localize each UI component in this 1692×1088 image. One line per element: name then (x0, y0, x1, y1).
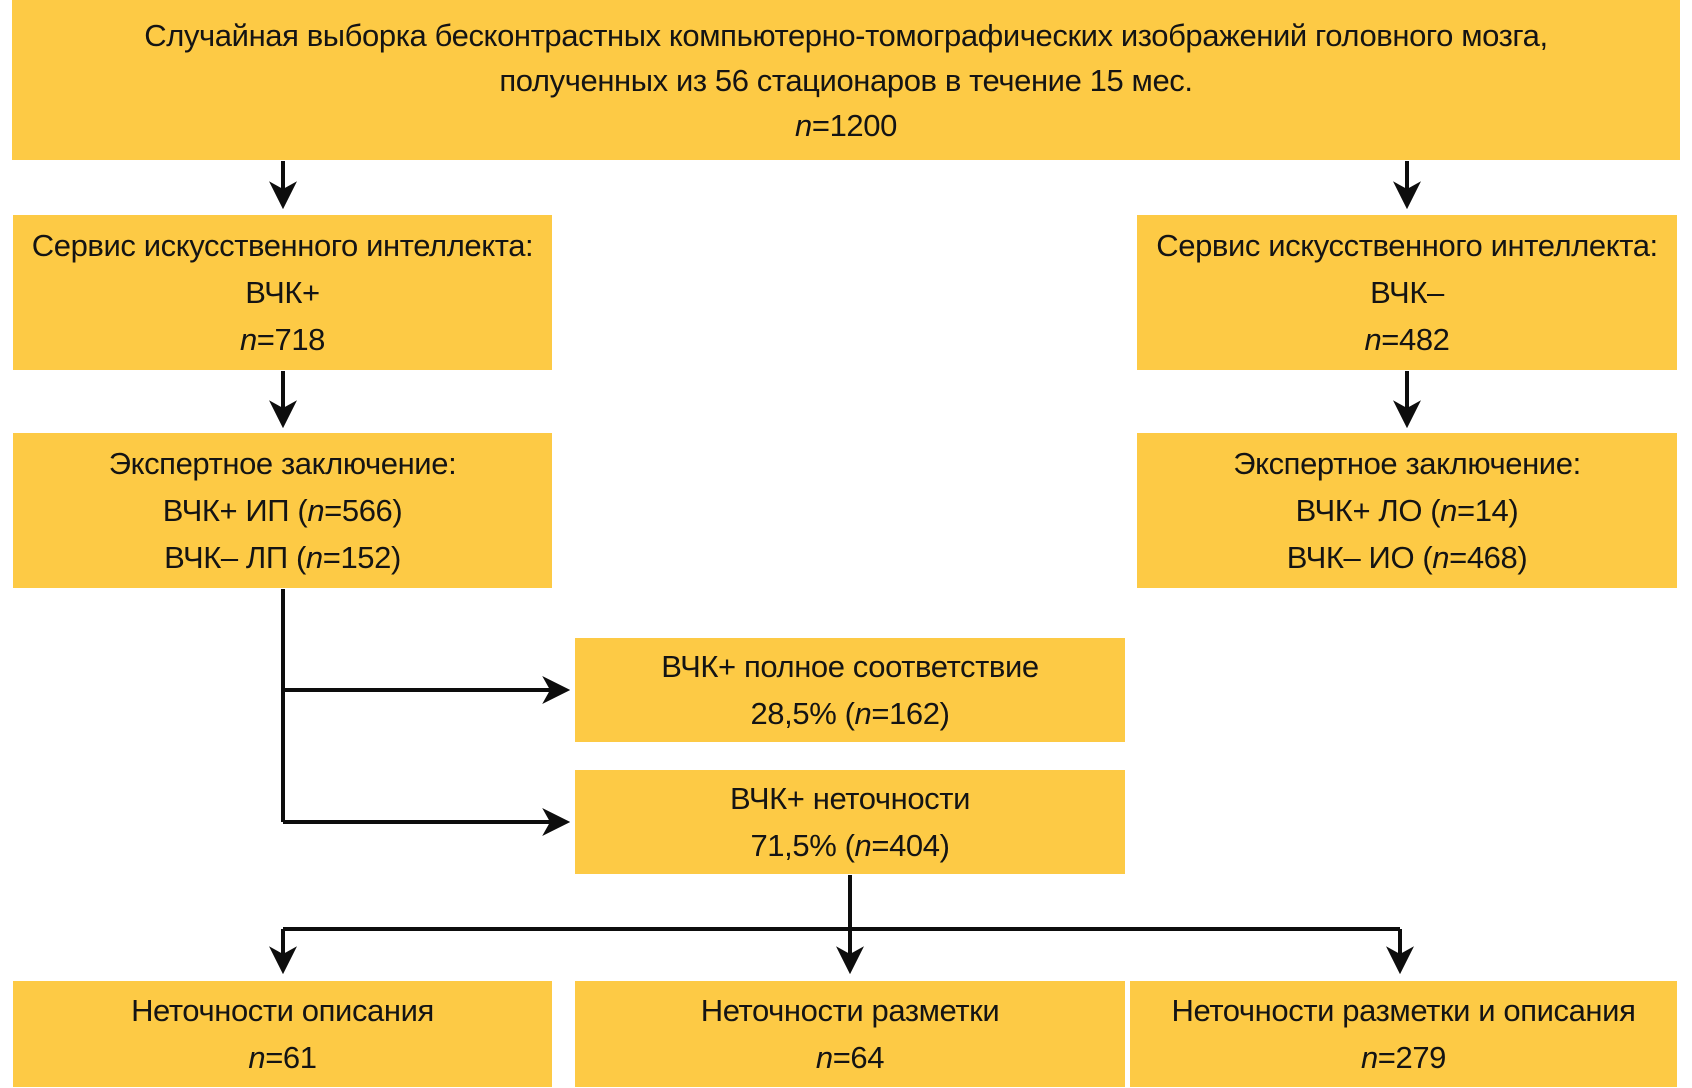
text-line: Сервис искусственного интеллекта: (31, 228, 534, 263)
text-line: 28,5% (n=162) (750, 696, 950, 731)
node-expert-conclusion-negative: Экспертное заключение: ВЧК+ ЛО (n=14) ВЧК–… (1137, 433, 1677, 588)
text-line: Экспертное заключение: (1233, 446, 1581, 481)
text-line: n=1200 (795, 107, 897, 143)
text-line: Экспертное заключение: (108, 446, 457, 481)
node-root-sample: Случайная выборка бесконтрастных компьют… (12, 0, 1680, 160)
text-line: n=718 (239, 322, 326, 357)
text-line: n=482 (1364, 322, 1450, 357)
text-line: ВЧК+ неточности (730, 781, 970, 816)
text-line: n=64 (815, 1040, 885, 1075)
node-inaccuracies: ВЧК+ неточности 71,5% (n=404) (575, 770, 1125, 874)
text-line: Неточности разметки и описания (1171, 993, 1636, 1028)
text-line: ВЧК+ ИП (n=566) (162, 493, 403, 528)
text-line: Сервис искусственного интеллекта: (1156, 228, 1658, 263)
text-line: Неточности описания (131, 993, 434, 1028)
text-line: Случайная выборка бесконтрастных компьют… (144, 17, 1548, 53)
node-marking-description-inaccuracies: Неточности разметки и описания n=279 (1130, 981, 1677, 1087)
text-line: ВЧК+ полное соответствие (661, 649, 1039, 684)
text-line: Неточности разметки (700, 993, 1000, 1028)
text-line: ВЧК+ (245, 275, 320, 310)
text-line: ВЧК– (1370, 275, 1444, 310)
node-marking-inaccuracies: Неточности разметки n=64 (575, 981, 1125, 1087)
node-expert-conclusion-positive: Экспертное заключение: ВЧК+ ИП (n=566) ВЧК… (13, 433, 552, 588)
node-full-match: ВЧК+ полное соответствие 28,5% (n=162) (575, 638, 1125, 742)
node-ai-service-negative: Сервис искусственного интеллекта: ВЧК– n=4… (1137, 215, 1677, 370)
node-description-inaccuracies: Неточности описания n=61 (13, 981, 552, 1087)
text-line: ВЧК– ИО (n=468) (1286, 540, 1528, 575)
text-line: ВЧК– ЛП (n=152) (164, 540, 401, 575)
text-line: n=61 (248, 1040, 317, 1075)
text-line: n=279 (1360, 1040, 1447, 1075)
text-line: ВЧК+ ЛО (n=14) (1295, 493, 1519, 528)
node-ai-service-positive: Сервис искусственного интеллекта: ВЧК+ n=7… (13, 215, 552, 370)
text-line: полученных из 56 стационаров в течение 1… (499, 62, 1193, 98)
text-line: 71,5% (n=404) (750, 828, 950, 863)
